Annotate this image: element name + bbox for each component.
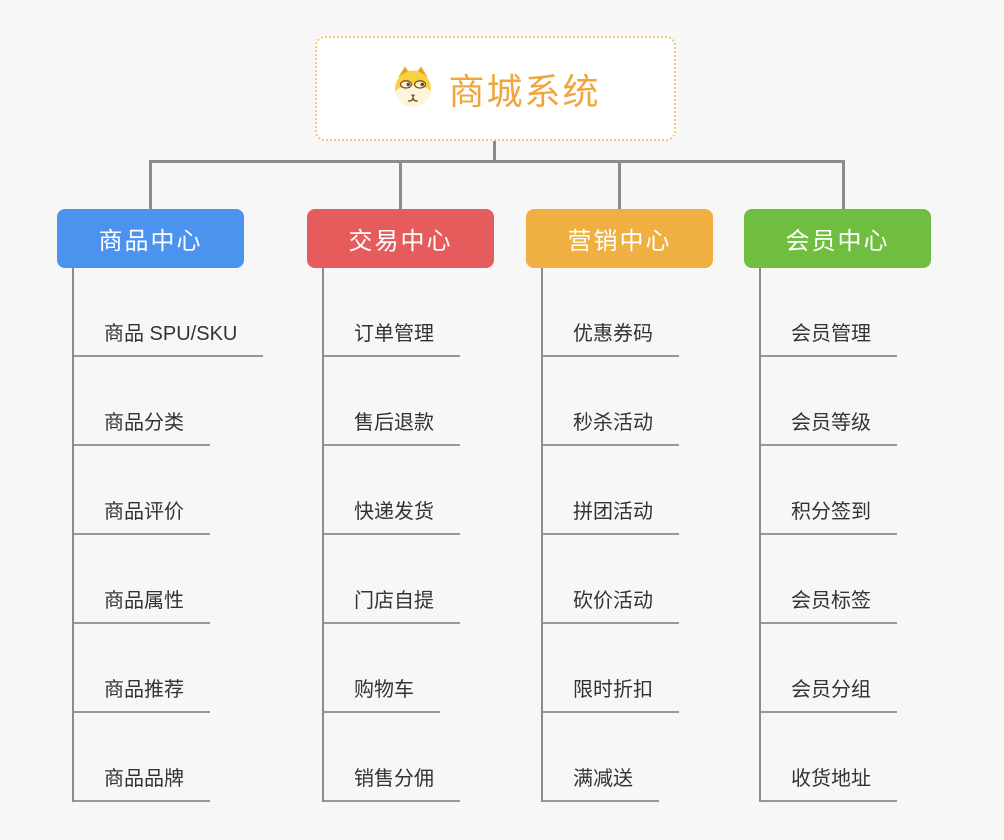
leaf-node[interactable]: 商品品牌 [74,766,210,802]
leaf-node[interactable]: 秒杀活动 [543,410,679,446]
leaf-node[interactable]: 商品分类 [74,410,210,446]
leaf-node[interactable]: 商品评价 [74,499,210,535]
leaf-node[interactable]: 购物车 [324,677,440,713]
leaf-node[interactable]: 收货地址 [761,766,897,802]
leaf-node[interactable]: 优惠券码 [543,321,679,357]
dog-face-icon [390,63,436,114]
leaf-node[interactable]: 销售分佣 [324,766,460,802]
leaf-node[interactable]: 会员分组 [761,677,897,713]
branch-node-member-center[interactable]: 会员中心 [744,209,931,268]
leaf-node[interactable]: 售后退款 [324,410,460,446]
connector-root-stub [493,139,496,161]
connector-drop-4 [842,160,845,209]
branch-node-trade-center[interactable]: 交易中心 [307,209,494,268]
leaf-node[interactable]: 商品属性 [74,588,210,624]
leaf-node[interactable]: 会员等级 [761,410,897,446]
leaf-node[interactable]: 满减送 [543,766,659,802]
leaf-node[interactable]: 限时折扣 [543,677,679,713]
root-node[interactable]: 商城系统 [315,36,676,141]
connector-drop-3 [618,160,621,209]
leaf-node[interactable]: 砍价活动 [543,588,679,624]
leaf-node[interactable]: 会员标签 [761,588,897,624]
connector-drop-1 [149,160,152,209]
leaf-node[interactable]: 商品 SPU/SKU [74,321,264,357]
branch-node-product-center[interactable]: 商品中心 [57,209,244,268]
leaf-node[interactable]: 拼团活动 [543,499,679,535]
leaf-column-product: 商品 SPU/SKU 商品分类 商品评价 商品属性 商品推荐 商品品牌 [72,268,264,802]
leaf-node[interactable]: 会员管理 [761,321,897,357]
leaf-node[interactable]: 快递发货 [324,499,460,535]
leaf-node[interactable]: 门店自提 [324,588,460,624]
leaf-column-marketing: 优惠券码 秒杀活动 拼团活动 砍价活动 限时折扣 满减送 [541,268,679,802]
leaf-node[interactable]: 订单管理 [324,321,460,357]
leaf-column-member: 会员管理 会员等级 积分签到 会员标签 会员分组 收货地址 [759,268,897,802]
leaf-node[interactable]: 商品推荐 [74,677,210,713]
leaf-column-trade: 订单管理 售后退款 快递发货 门店自提 购物车 销售分佣 [322,268,460,802]
leaf-node[interactable]: 积分签到 [761,499,897,535]
connector-drop-2 [399,160,402,209]
branch-node-marketing-center[interactable]: 营销中心 [526,209,713,268]
root-title: 商城系统 [448,70,601,112]
connector-horizontal [149,160,845,163]
